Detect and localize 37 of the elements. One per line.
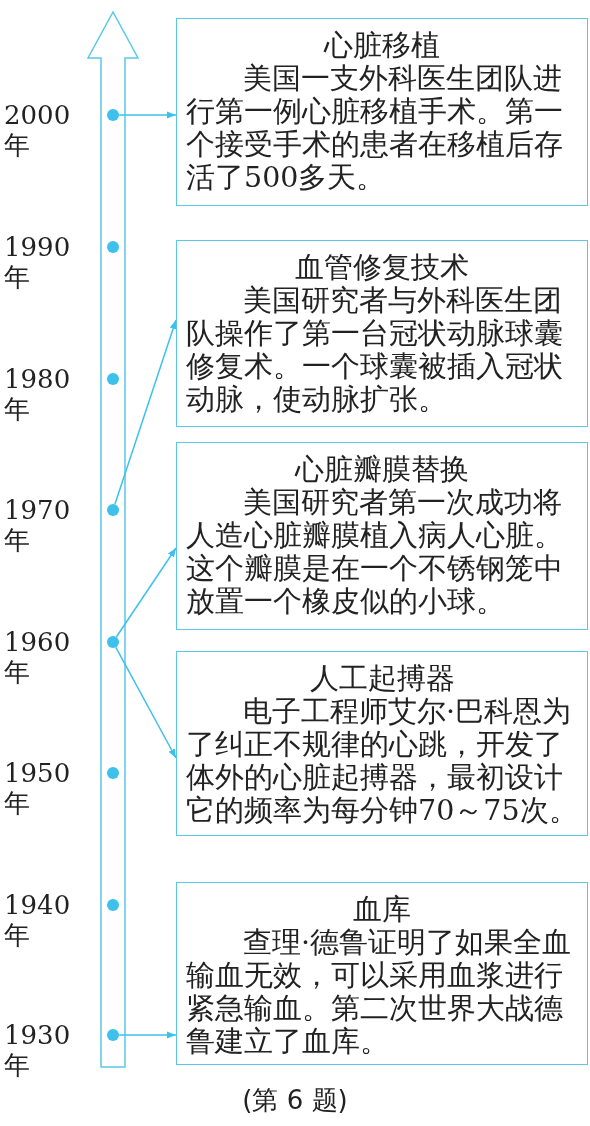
connector-arrow (118, 111, 177, 119)
event-box (176, 18, 588, 206)
year-label: 2000年 (4, 100, 72, 160)
event-title: 血管修复技术 (294, 251, 470, 284)
caption: (第 6 题) (241, 1084, 349, 1116)
year-label: 1950年 (4, 758, 72, 818)
year-label: 1980年 (4, 364, 72, 424)
year-label: 1970年 (4, 495, 72, 555)
event-title: 心脏移植 (322, 29, 441, 62)
timeline-dot (107, 373, 119, 385)
connector-arrow (115, 646, 177, 759)
timeline-dot (107, 767, 119, 779)
year-label: 1990年 (4, 232, 72, 292)
event-title: 人工起搏器 (308, 662, 456, 695)
event-title: 心脏瓣膜替换 (293, 453, 470, 486)
connector-arrow (118, 1031, 177, 1039)
event-box (176, 240, 588, 427)
year-label: 1930年 (4, 1020, 72, 1080)
event-title: 血库 (352, 893, 412, 926)
timeline-dot (107, 1029, 119, 1041)
timeline-dot (107, 241, 119, 253)
timeline-dot (107, 109, 119, 121)
connector-arrow (114, 319, 177, 506)
event-box (176, 651, 588, 836)
event-description: 查理·德鲁证明了如果全血输血无效，可以采用血浆进行紧急输血。第二次世界大战德鲁建立了血库。 (186, 926, 573, 1058)
year-label: 1960年 (4, 627, 72, 687)
connector-arrow (115, 547, 177, 638)
event-description: 美国研究者与外科医生团队操作了第一台冠状动脉球囊修复术。一个球囊被插入冠状动脉，使动脉扩张。 (186, 284, 564, 416)
timeline-dot (107, 899, 119, 911)
event-description: 美国一支外科医生团队进行第一例心脏移植手术。第一个接受手术的患者在移植后存活了500多天。 (186, 62, 564, 194)
year-label: 1940年 (4, 890, 72, 950)
timeline-dot (107, 504, 119, 516)
event-description: 电子工程师艾尔·巴科恩为了纠正不规律的心跳，开发了体外的心脏起搏器，最初设计它的频率为每分钟70～75次。 (186, 695, 578, 827)
timeline-dot (107, 636, 119, 648)
event-box (176, 882, 588, 1065)
event-description: 美国研究者第一次成功将人造心脏瓣膜植入病人心脏。这个瓣膜是在一个不锈钢笼中放置一个橡皮似的小球。 (186, 486, 564, 618)
event-box (176, 442, 588, 630)
